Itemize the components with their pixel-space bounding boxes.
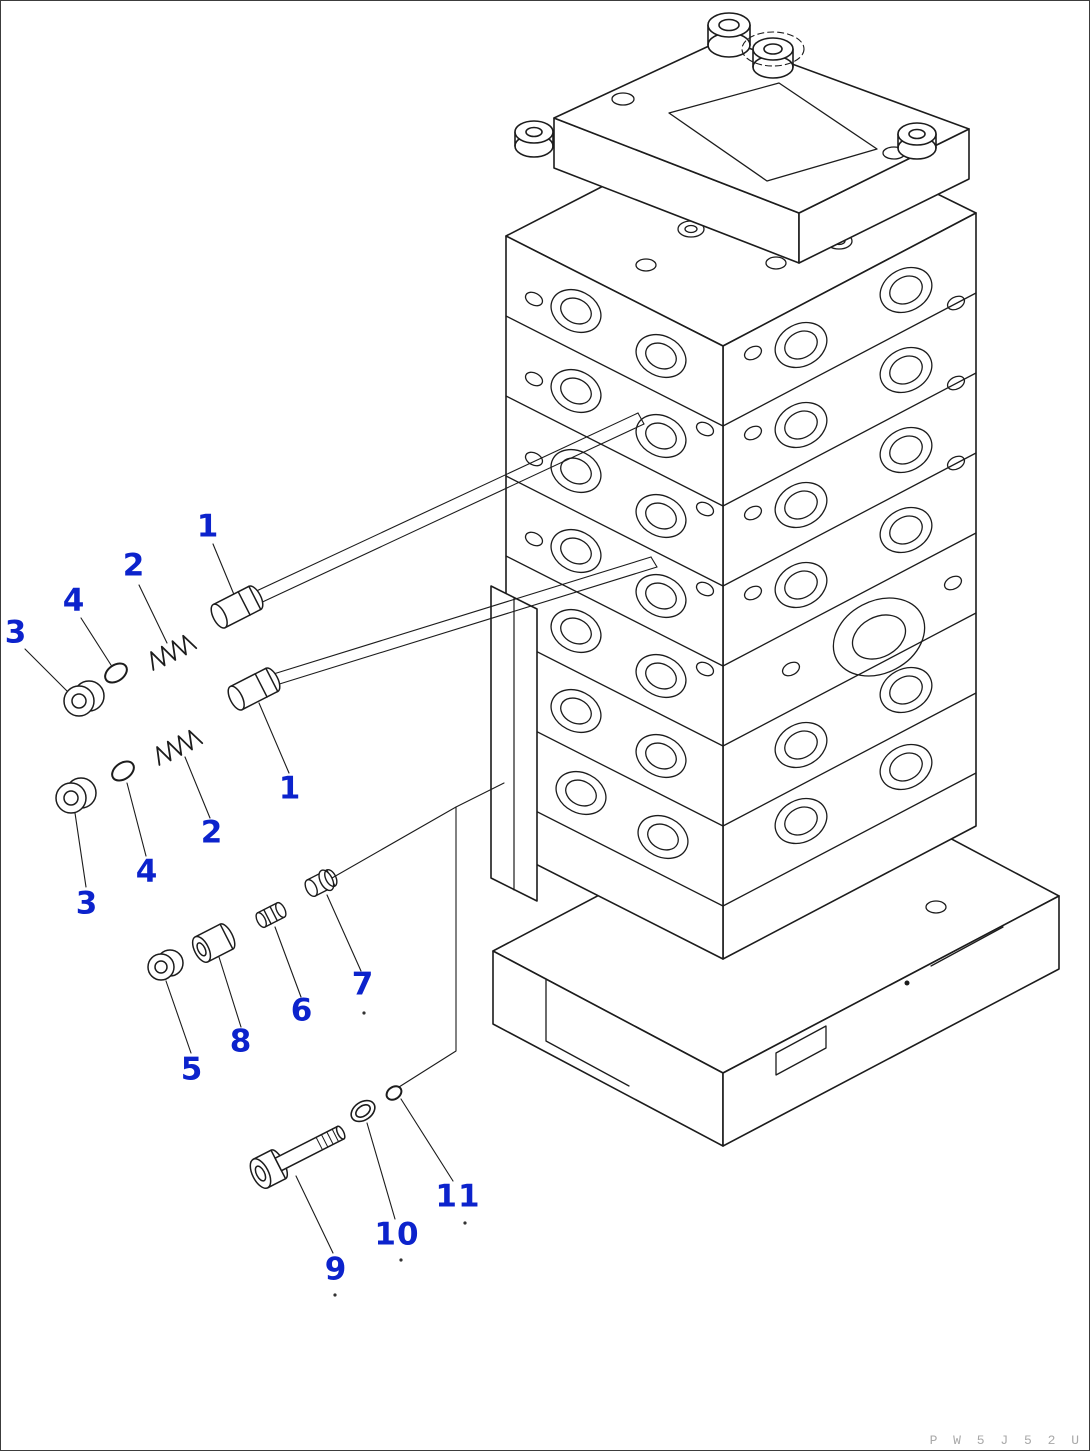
callout-11: 11: [435, 1178, 481, 1215]
part-8: [191, 923, 236, 963]
part-2-upper: [150, 634, 198, 671]
part-4-upper: [104, 662, 128, 684]
callout-1-lower: 1: [278, 770, 302, 807]
valve-top-cover: [514, 12, 970, 264]
callout-3-upper: 3: [4, 614, 28, 651]
callout-5: 5: [180, 1051, 204, 1088]
part-5: [147, 949, 184, 981]
callout-2-lower: 2: [200, 814, 224, 851]
part-9: [249, 1125, 346, 1189]
part-7: [304, 868, 338, 898]
part-4-lower: [111, 760, 135, 782]
callout-7: 7: [351, 966, 375, 1003]
leader-lines: [24, 543, 467, 1297]
part-11: [385, 1085, 403, 1101]
assembly-axis-lines: [249, 412, 658, 1088]
callout-2-upper: 2: [122, 547, 146, 584]
part-1-lower: [227, 667, 281, 711]
part-10: [350, 1099, 376, 1123]
callout-3-lower: 3: [75, 885, 99, 922]
part-3-upper: [63, 680, 105, 717]
drawing-number: P W 5 J 5 2 U: [929, 1433, 1083, 1448]
callout-4-upper: 4: [62, 582, 86, 619]
callout-9: 9: [324, 1251, 348, 1288]
callout-1-upper: 1: [196, 508, 220, 545]
part-3-lower: [55, 777, 97, 814]
callout-8: 8: [229, 1023, 253, 1060]
part-1-upper: [210, 585, 264, 629]
part-2-lower: [156, 729, 204, 766]
part-6: [255, 901, 287, 929]
callout-4-lower: 4: [135, 853, 159, 890]
callout-10: 10: [374, 1216, 420, 1253]
callout-6: 6: [290, 992, 314, 1029]
